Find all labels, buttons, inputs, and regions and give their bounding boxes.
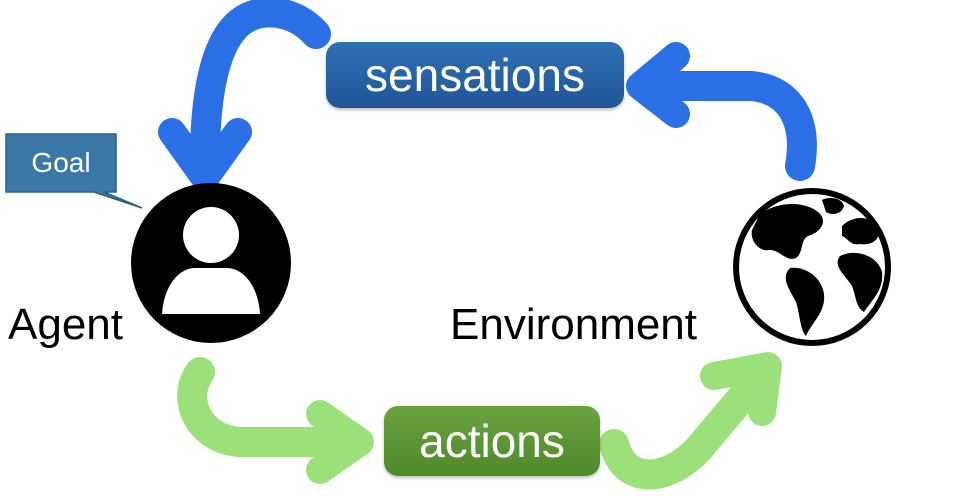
person-icon (131, 183, 291, 343)
actions-box: actions (384, 406, 600, 476)
sensations-arrow-icon (158, 0, 817, 192)
sensations-box: sensations (326, 42, 624, 108)
environment-label: Environment (450, 300, 698, 349)
actions-label: actions (419, 415, 565, 467)
goal-label: Goal (31, 147, 91, 178)
sensations-label: sensations (365, 49, 585, 101)
actions-arrow-icon (177, 352, 782, 490)
globe-icon (733, 188, 891, 346)
agent-label: Agent (8, 300, 123, 349)
goal-bubble (5, 133, 143, 209)
